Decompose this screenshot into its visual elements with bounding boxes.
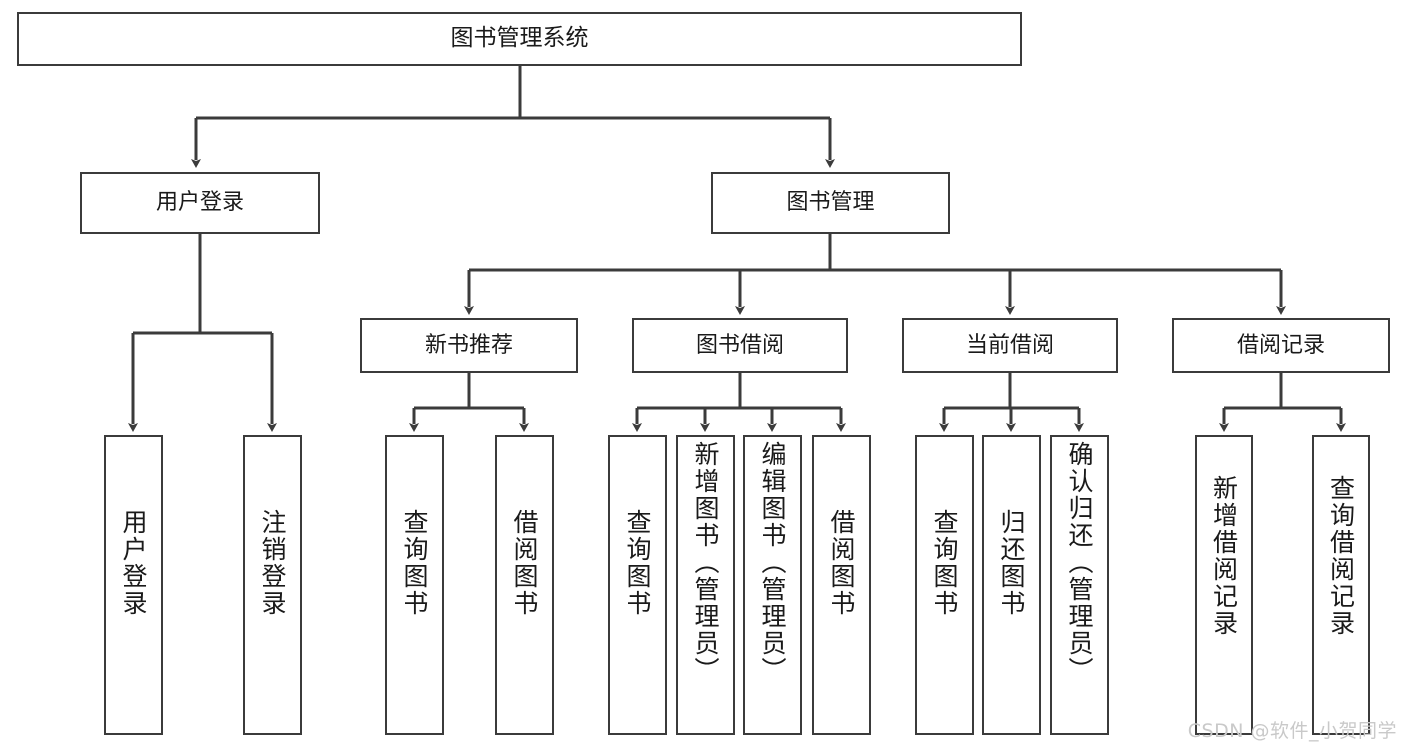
leaf-query-book-1-label: 查询图书	[400, 509, 429, 617]
leaf-return-book-label: 归还图书	[997, 509, 1026, 617]
leaf-confirm-return[interactable]: 确认归还（管理员）	[1050, 435, 1109, 735]
node-user-login-label: 用户登录	[155, 190, 244, 216]
leaf-add-record-label: 新增借阅记录	[1209, 475, 1239, 637]
leaf-confirm-return-label: 确认归还（管理员）	[1065, 441, 1094, 684]
leaf-query-book-3[interactable]: 查询图书	[915, 435, 974, 735]
leaf-borrow-book-2-label: 借阅图书	[827, 509, 856, 617]
leaf-logout[interactable]: 注销登录	[243, 435, 302, 735]
node-book-manage[interactable]: 图书管理	[711, 172, 950, 234]
node-current-borrow-label: 当前借阅	[965, 332, 1054, 358]
leaf-add-record[interactable]: 新增借阅记录	[1195, 435, 1253, 735]
leaf-edit-book-label: 编辑图书（管理员）	[758, 441, 787, 684]
leaf-borrow-book-1-label: 借阅图书	[510, 509, 539, 617]
leaf-user-login-label: 用户登录	[119, 509, 148, 617]
node-root-label: 图书管理系统	[450, 25, 589, 52]
leaf-return-book[interactable]: 归还图书	[982, 435, 1041, 735]
leaf-query-book-2[interactable]: 查询图书	[608, 435, 667, 735]
leaf-add-book[interactable]: 新增图书（管理员）	[676, 435, 735, 735]
leaf-logout-label: 注销登录	[258, 509, 287, 617]
leaf-add-book-label: 新增图书（管理员）	[691, 441, 720, 684]
leaf-borrow-book-2[interactable]: 借阅图书	[812, 435, 871, 735]
node-root[interactable]: 图书管理系统	[17, 12, 1022, 66]
leaf-edit-book[interactable]: 编辑图书（管理员）	[743, 435, 802, 735]
node-book-borrow-label: 图书借阅	[695, 332, 784, 358]
node-new-book-recommend-label: 新书推荐	[424, 332, 513, 358]
node-book-manage-label: 图书管理	[786, 190, 875, 216]
leaf-user-login[interactable]: 用户登录	[104, 435, 163, 735]
leaf-query-record-label: 查询借阅记录	[1326, 475, 1356, 637]
node-current-borrow[interactable]: 当前借阅	[902, 318, 1118, 373]
node-user-login[interactable]: 用户登录	[80, 172, 320, 234]
leaf-query-record[interactable]: 查询借阅记录	[1312, 435, 1370, 735]
leaf-query-book-2-label: 查询图书	[623, 509, 652, 617]
node-borrow-record[interactable]: 借阅记录	[1172, 318, 1390, 373]
node-borrow-record-label: 借阅记录	[1236, 332, 1325, 358]
node-new-book-recommend[interactable]: 新书推荐	[360, 318, 578, 373]
watermark-text: CSDN @软件_小贺同学	[1187, 720, 1397, 742]
leaf-borrow-book-1[interactable]: 借阅图书	[495, 435, 554, 735]
leaf-query-book-3-label: 查询图书	[930, 509, 959, 617]
node-book-borrow[interactable]: 图书借阅	[632, 318, 848, 373]
leaf-query-book-1[interactable]: 查询图书	[385, 435, 444, 735]
